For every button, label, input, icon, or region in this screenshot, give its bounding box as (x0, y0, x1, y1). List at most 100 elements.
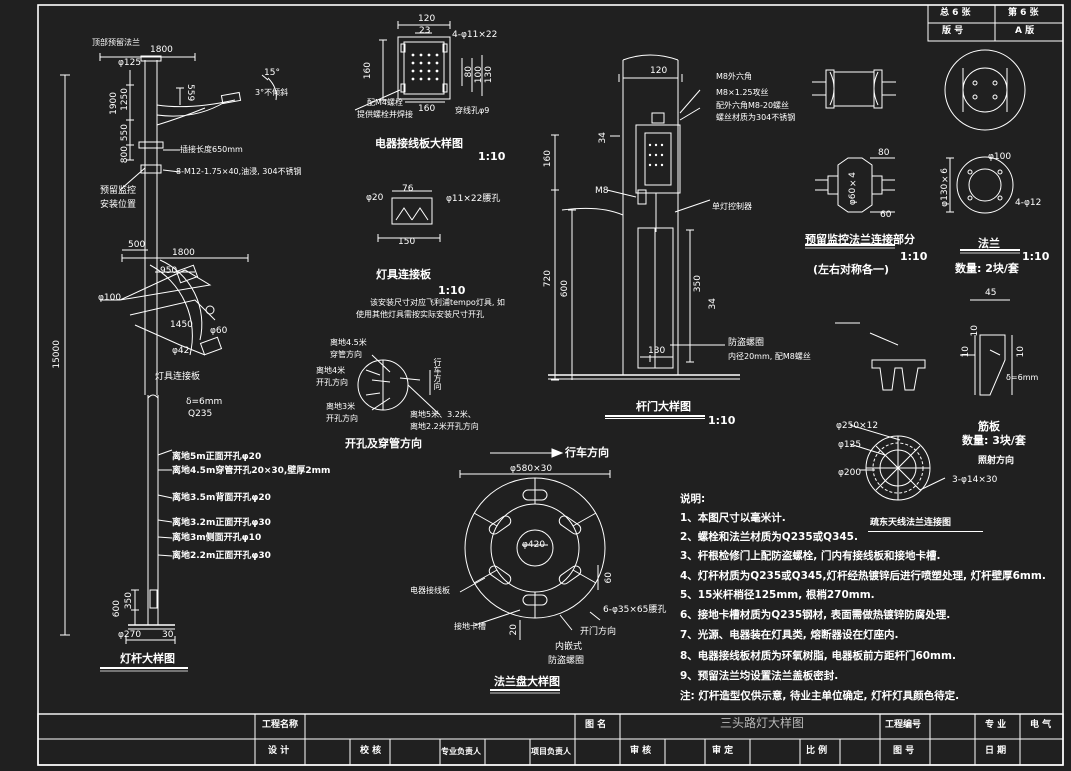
note-item-5: 5、15米杆梢径125mm, 根梢270mm. (680, 589, 875, 601)
mast-title: 疏东天线法兰连接图 (870, 518, 952, 528)
pole-hole-1: 离地5m正面开孔φ20 (172, 452, 262, 462)
version-value: A 版 (1015, 26, 1035, 36)
pole-dim-h800: 800 (120, 146, 130, 164)
pole-hole-5: 离地3m侧面开孔φ10 (172, 533, 262, 543)
hole-dir-l3: 离地3米 (326, 402, 356, 411)
flange-base-inner-type: 内嵌式 (555, 642, 583, 652)
lamp-dim-d60: φ60 (210, 326, 228, 336)
flange-d130: φ130×6 (940, 168, 950, 207)
rib-title: 筋板 (978, 420, 1000, 433)
mast-d250: φ250×12 (836, 421, 879, 431)
flange-d100: φ100 (988, 152, 1012, 162)
rib-dim-10a: 10 (970, 325, 980, 337)
hole-dir-l4b: 开孔方向 (316, 378, 348, 387)
flange-base-door: 开门方向 (580, 627, 617, 637)
rib-thickness: δ=6mm (1006, 373, 1039, 382)
monitor-title: 预留监控法兰连接部分 (805, 233, 915, 246)
door-m8: M8 (595, 186, 609, 196)
door-dim-34b: 34 (708, 298, 718, 310)
rib-direction: 照射方向 (978, 456, 1015, 466)
door-dim-130: 130 (648, 346, 666, 356)
flange-base-holes: 6-φ35×65腰孔 (603, 605, 667, 615)
flange-base-dia: φ580×30 (510, 464, 553, 474)
pole-monitor-pos-1: 预留监控 (100, 186, 137, 196)
flange-base-direction: 行车方向 (565, 446, 609, 459)
project-lead-label: 项目负责人 (531, 747, 571, 756)
door-dim-720: 720 (543, 270, 553, 288)
door-spec-2: 螺丝材质为304不锈钢 (716, 113, 796, 122)
note-item-9: 9、预留法兰均设置法兰盖板密封. (680, 670, 839, 682)
specialty-lead-label: 专业负责人 (441, 747, 481, 756)
flange-scale: 1:10 (1022, 250, 1050, 263)
lamp-dim-500: 500 (128, 240, 146, 250)
lamp-dim-950: 950 (160, 266, 178, 276)
board-dim-w160: 160 (418, 104, 436, 114)
door-dim-34: 34 (598, 132, 608, 144)
board-bolt-2: 提供螺栓并焊接 (357, 110, 413, 119)
board-dim-80: 80 (464, 66, 474, 78)
mast-d125: φ125 (838, 440, 862, 450)
door-title-underline (605, 415, 705, 417)
mast-d200: φ200 (838, 468, 862, 478)
lamp-dim-1450: 1450 (170, 320, 193, 330)
flange-base-inner: φ420 (522, 540, 546, 550)
pole-dim-h1900: 1900 (109, 92, 119, 115)
sheet-number: 第 6 张 (1008, 8, 1039, 18)
flange-base-title: 法兰盘大样图 (494, 675, 560, 688)
drawing-name-value: 三头路灯大样图 (720, 716, 805, 730)
discipline-label: 专 业 (985, 720, 1007, 730)
pole-base-600: 600 (112, 600, 122, 618)
pole-hole-3: 离地3.5m背面开孔φ20 (172, 493, 271, 503)
lamp-plate-76: 76 (402, 184, 414, 194)
note-item-6: 6、接地卡槽材质为Q235钢材, 表面需做热镀锌防腐处理. (680, 609, 951, 621)
pole-monitor-pos-2: 安装位置 (100, 200, 137, 210)
flange-base-anti-theft: 防盗螺圈 (548, 656, 585, 666)
board-holes: 4-φ11×22 (452, 30, 498, 40)
door-dim-120: 120 (650, 66, 668, 76)
flange-qty: 数量: 2块/套 (955, 262, 1019, 275)
hole-dir-l3b: 开孔方向 (326, 414, 358, 423)
board-scale: 1:10 (478, 150, 506, 163)
rib-dim-10b: 10 (961, 346, 971, 358)
hole-dir-l45b: 穿管方向 (330, 350, 362, 359)
pole-base-350: 350 (124, 592, 134, 610)
scale-label: 比 例 (806, 746, 828, 756)
note-item-2: 2、螺栓和法兰材质为Q235或Q345. (680, 531, 858, 543)
door-dim-160: 160 (543, 150, 553, 168)
drawing-no-label: 图 号 (893, 746, 915, 756)
lamp-plate-note-1: 该安装尺寸对应飞利浦tempo灯具, 如 (370, 298, 505, 307)
lamp-plate-title: 灯具连接板 (376, 268, 431, 281)
door-title: 杆门大样图 (636, 400, 691, 413)
door-title-underline-2 (605, 418, 705, 419)
flange-base-60: 60 (604, 572, 614, 584)
pole-bolt-spec: 8-M12-1.75×40,油浸, 304不锈钢 (176, 167, 302, 176)
lamp-plate-d20: φ20 (366, 193, 384, 203)
notes-heading: 说明: (680, 493, 706, 505)
door-hex: M8外六角 (716, 72, 752, 81)
lamp-plate-150: 150 (398, 237, 416, 247)
pole-angle-note: 3°不倾斜 (255, 88, 289, 97)
mast-title-underline (868, 531, 983, 532)
drawing-name-label: 图 名 (585, 720, 607, 730)
board-wire-hole: 穿线孔φ9 (455, 106, 490, 115)
monitor-dim-60: 60 (880, 210, 892, 220)
note-remark: 注: 灯杆造型仅供示意, 待业主单位确定, 灯杆灯具颜色待定. (680, 690, 960, 702)
flange-base-20: 20 (509, 624, 519, 636)
hole-dir-r1: 离地5米、3.2米、 (410, 410, 476, 419)
lamp-plate-holes: φ11×22腰孔 (446, 194, 501, 204)
pole-hole-6: 离地2.2m正面开孔φ30 (172, 551, 271, 561)
monitor-dim-80: 80 (878, 148, 890, 158)
pole-detail-title: 灯杆大样图 (120, 652, 175, 665)
door-spec-1: 配外六角M8-20螺丝 (716, 101, 790, 110)
discipline-value: 电 气 (1030, 720, 1052, 730)
flange-base-ground: 接地卡槽 (454, 622, 486, 631)
door-inner: 内径20mm, 配M8螺丝 (728, 352, 811, 361)
door-dim-350: 350 (693, 275, 703, 293)
pole-hole-2: 离地4.5m穿管开孔20×30,壁厚2mm (172, 466, 331, 476)
door-scale: 1:10 (708, 414, 736, 427)
flange-title: 法兰 (978, 237, 1000, 250)
lamp-plate-note-2: 使用其他灯具需按实际安装尺寸开孔 (356, 310, 484, 319)
hole-dir-r2: 离地2.2米开孔方向 (410, 422, 479, 431)
